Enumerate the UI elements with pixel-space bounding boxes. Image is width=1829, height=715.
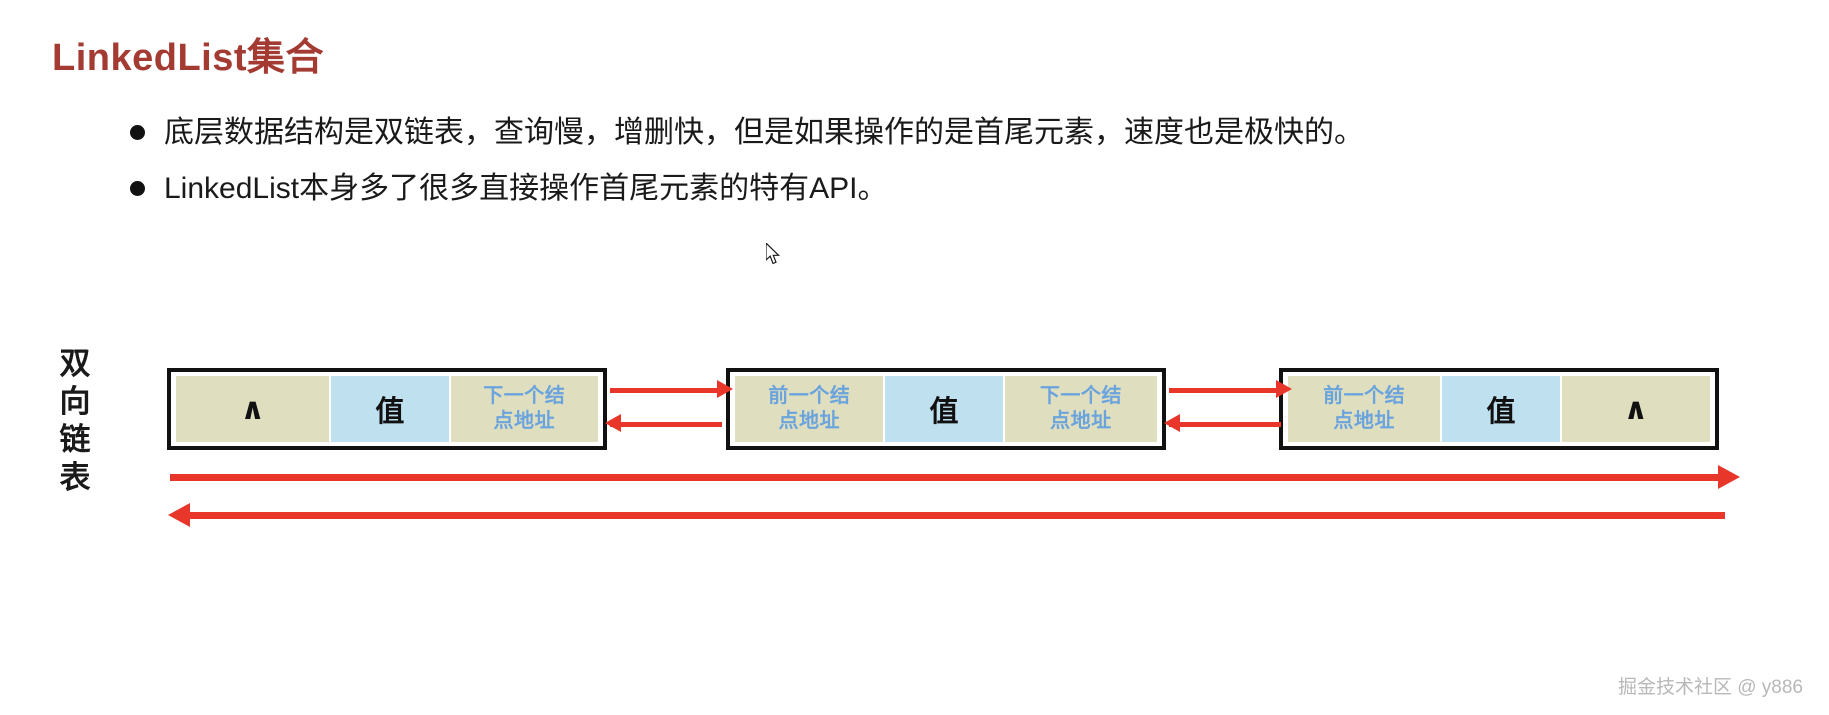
backward-traversal-arrow: [180, 512, 1725, 519]
bullet-dot-icon: [130, 125, 145, 140]
arrow-head-right-icon: [717, 380, 733, 398]
node2-prev-address-line2: 点地址: [778, 410, 840, 432]
arrow-node2-to-node3: [1169, 388, 1281, 393]
bullet-text: 底层数据结构是双链表，查询慢，增删快，但是如果操作的是首尾元素，速度也是极快的。: [164, 116, 1364, 149]
bullet-text: LinkedList本身多了很多直接操作首尾元素的特有API。: [164, 172, 888, 205]
node1-next-address-cell: 下一个结 点地址: [450, 376, 598, 442]
node2-prev-address-line1: 前一个结: [768, 385, 851, 407]
list-item: LinkedList本身多了很多直接操作首尾元素的特有API。: [130, 168, 1730, 210]
vertical-label-char: 表: [59, 460, 91, 495]
bullet-list: 底层数据结构是双链表，查询慢，增删快，但是如果操作的是首尾元素，速度也是极快的。…: [130, 112, 1730, 224]
bullet-dot-icon: [130, 181, 145, 196]
arrow-node3-to-node2: [1169, 422, 1281, 427]
node2-prev-address-cell: 前一个结 点地址: [735, 376, 884, 442]
arrow-head-left-icon: [605, 414, 621, 432]
arrow-node1-to-node2: [610, 388, 722, 393]
node1-prev-pointer-null: ∧: [176, 376, 330, 442]
node3-prev-address-cell: 前一个结 点地址: [1288, 376, 1441, 442]
node3-next-pointer-null: ∧: [1561, 376, 1711, 442]
backward-traversal-arrow-head-icon: [168, 503, 190, 527]
list-item: 底层数据结构是双链表，查询慢，增删快，但是如果操作的是首尾元素，速度也是极快的。: [130, 112, 1730, 154]
node3-value-cell: 值: [1442, 376, 1560, 442]
arrow-node2-to-node1: [610, 422, 722, 427]
list-node-1: ∧ 值 下一个结 点地址: [167, 368, 607, 450]
list-node-2: 前一个结 点地址 值 下一个结 点地址: [726, 368, 1166, 450]
mouse-cursor-icon: [766, 243, 781, 265]
vertical-label-char: 双: [59, 346, 91, 381]
node1-next-address-line1: 下一个结: [483, 385, 566, 407]
node3-prev-address-line2: 点地址: [1333, 410, 1395, 432]
watermark: 掘金技术社区 @ y886: [1617, 677, 1803, 698]
node2-next-address-cell: 下一个结 点地址: [1004, 376, 1158, 442]
node1-value-cell: 值: [331, 376, 449, 442]
forward-traversal-arrow-head-icon: [1718, 465, 1740, 489]
vertical-label-char: 向: [59, 384, 91, 419]
doubly-linked-list-diagram: ∧ 值 下一个结 点地址 前一个结 点地址 值 下一个结 点地址: [0, 360, 1829, 560]
page-title: LinkedList集合: [52, 37, 325, 79]
node3-prev-address-line1: 前一个结: [1323, 385, 1406, 407]
list-node-3: 前一个结 点地址 值 ∧: [1279, 368, 1719, 450]
node2-next-address-line1: 下一个结: [1039, 385, 1122, 407]
node2-value-cell: 值: [885, 376, 1003, 442]
arrow-head-left-icon: [1164, 414, 1180, 432]
node2-next-address-line2: 点地址: [1050, 410, 1112, 432]
node1-next-address-line2: 点地址: [493, 410, 556, 432]
vertical-label-char: 链: [59, 422, 91, 457]
arrow-head-right-icon: [1276, 380, 1292, 398]
vertical-axis-label: 双 向 链 表: [52, 345, 98, 497]
forward-traversal-arrow: [170, 474, 1724, 481]
